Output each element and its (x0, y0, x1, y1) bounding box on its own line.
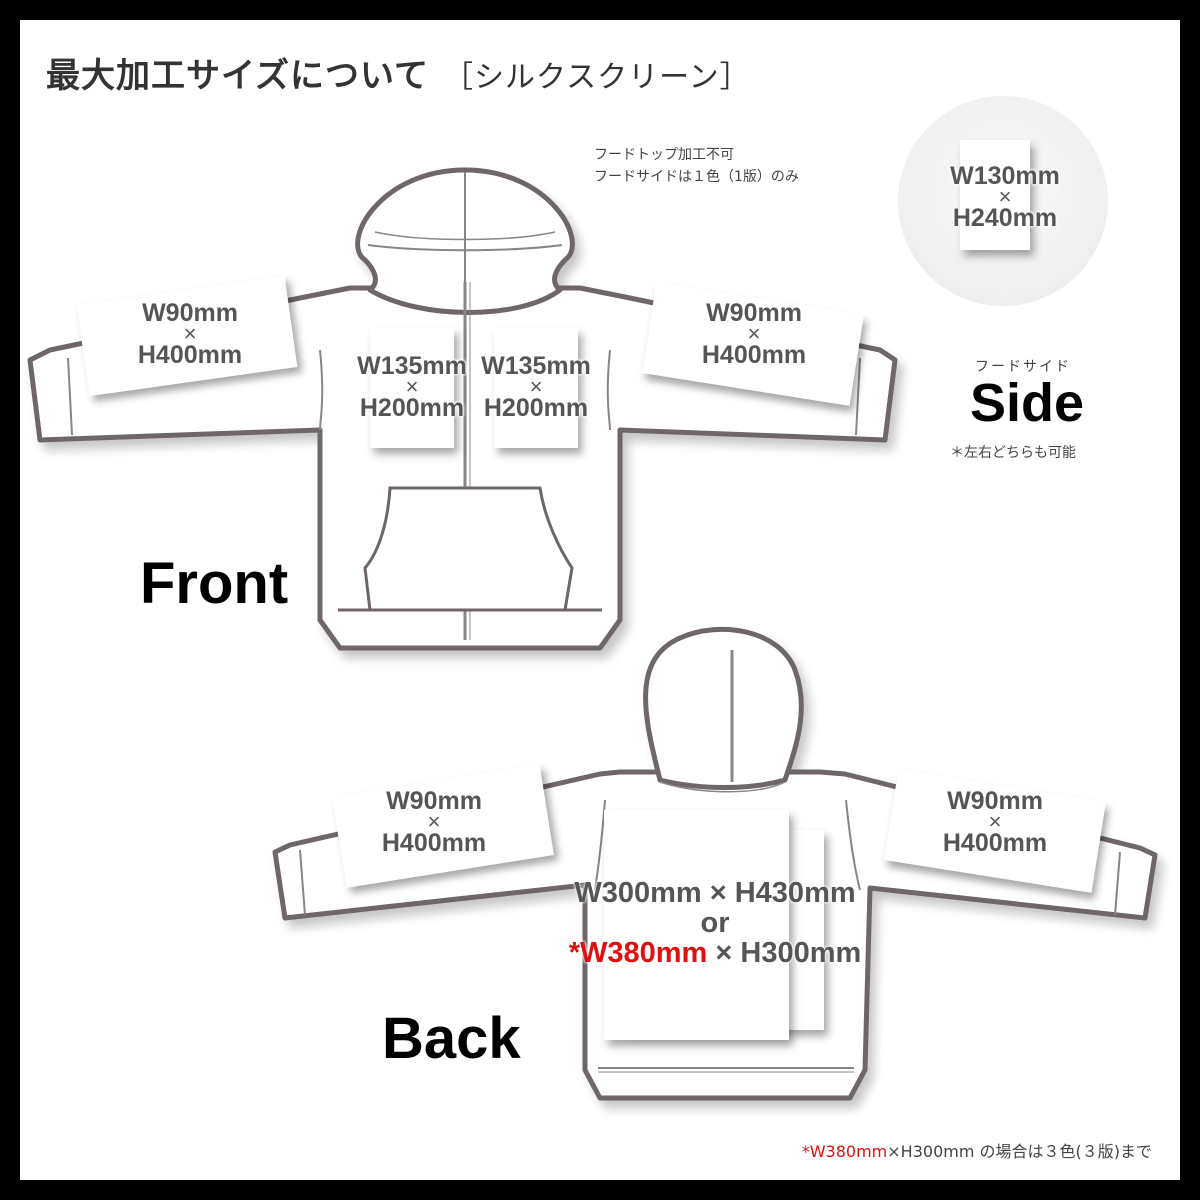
size-width: W135mm (357, 352, 467, 380)
size-height: H240mm (952, 204, 1058, 232)
back-right-sleeve-size: W90mm × H400mm (925, 787, 1065, 857)
size-height: H200mm (359, 394, 465, 422)
back-body-area-tall (604, 810, 789, 1040)
times-sign: × (747, 321, 761, 346)
times-sign: × (998, 184, 1012, 209)
size-width: W90mm (706, 299, 802, 327)
footnote-red: *W380mm (801, 1142, 888, 1161)
size-width: W90mm (142, 299, 238, 327)
front-label: Front (140, 551, 289, 616)
front-right-sleeve-size: W90mm × H400mm (684, 299, 824, 369)
size-width: W90mm (947, 787, 1043, 815)
back-option-1: W300mm × H430mm (574, 877, 856, 909)
hood-note: フードトップ加工不可 フードサイドは１色（1版）のみ (594, 144, 799, 188)
hood-side-image (898, 96, 1108, 306)
front-hoodie-details (67, 172, 861, 640)
title-sub: ［シルクスクリーン］ (442, 60, 751, 95)
times-sign: × (988, 809, 1002, 834)
back-option-2-rest: × H300mm (707, 937, 862, 969)
size-height: H400mm (137, 341, 243, 369)
back-option-2-red: *W380mm (568, 937, 708, 969)
times-sign: × (529, 374, 543, 399)
hood-side-area (960, 140, 1030, 250)
side-label: Side (970, 373, 1085, 433)
front-right-chest-area (494, 328, 578, 448)
side-note: ＊左右どちらも可能 (950, 445, 1076, 461)
front-right-chest-size: W135mm × H200mm (472, 352, 600, 422)
footnote-rest: ×H300mm の場合は３色(３版)まで (887, 1142, 1152, 1161)
back-or: or (700, 907, 730, 939)
hood-side-size: W130mm × H240mm (945, 162, 1065, 232)
front-left-sleeve-size: W90mm × H400mm (120, 299, 260, 369)
size-height: H400mm (701, 341, 807, 369)
front-left-chest-area (370, 328, 454, 448)
times-sign: × (405, 374, 419, 399)
footnote: *W380mm×H300mm の場合は３色(３版)まで (802, 1138, 1152, 1162)
times-sign: × (427, 809, 441, 834)
side-caption: フードサイド (975, 359, 1071, 375)
back-label: Back (382, 1006, 521, 1071)
size-width: W130mm (950, 162, 1060, 190)
back-left-sleeve-size: W90mm × H400mm (364, 787, 504, 857)
size-width: W90mm (386, 787, 482, 815)
title-main: 最大加工サイズについて (46, 56, 429, 96)
back-option-2: *W380mm × H300mm (550, 938, 880, 968)
size-height: H400mm (381, 829, 487, 857)
size-width: W135mm (481, 352, 591, 380)
print-size-guide: 最大加工サイズについて ［シルクスクリーン］ (20, 20, 1180, 1180)
times-sign: × (183, 321, 197, 346)
back-body-size: W300mm × H430mm or *W380mm × H300mm (550, 878, 880, 968)
page-title: 最大加工サイズについて ［シルクスクリーン］ (46, 48, 751, 97)
front-left-chest-size: W135mm × H200mm (348, 352, 476, 422)
size-height: H400mm (942, 829, 1048, 857)
hood-note-line1: フードトップ加工不可 (594, 147, 734, 163)
size-height: H200mm (483, 394, 589, 422)
hood-note-line2: フードサイドは１色（1版）のみ (594, 169, 799, 185)
